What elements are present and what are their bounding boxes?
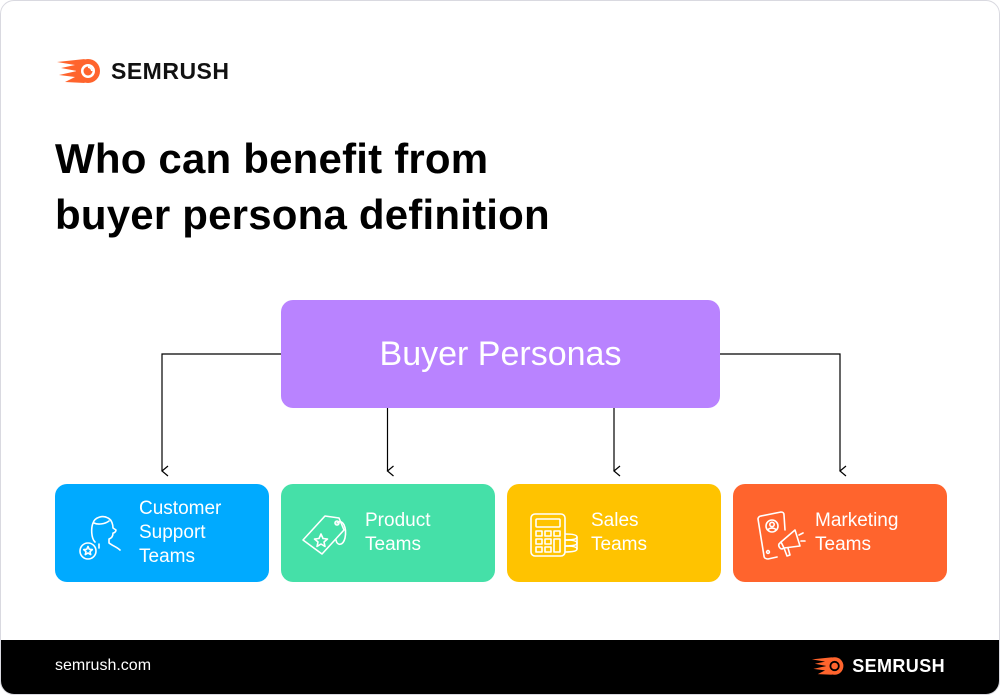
customer-support-teams-node: Customer Support Teams	[55, 484, 269, 582]
marketing-teams-node: Marketing Teams	[733, 484, 947, 582]
customer-support-icon	[79, 515, 121, 560]
page-title: Who can benefit from buyer persona defin…	[55, 131, 550, 243]
label-line: Sales	[591, 510, 639, 531]
brand-name: SEMRUSH	[111, 57, 230, 84]
title-line-1: Who can benefit from	[55, 135, 489, 182]
footer-url[interactable]: semrush.com	[55, 657, 152, 674]
footer-semrush-logo: SEMRUSH	[810, 655, 945, 677]
label-line: Marketing	[815, 510, 899, 531]
label-line: Teams	[591, 534, 647, 555]
footer-brand-name: SEMRUSH	[852, 655, 945, 676]
label-line: Teams	[139, 546, 195, 567]
title-line-2: buyer persona definition	[55, 191, 550, 238]
semrush-logo: SEMRUSH	[55, 56, 230, 86]
footer-bar: semrush.com SEMRUSH	[1, 640, 999, 694]
sales-teams-node: Sales Teams	[507, 484, 721, 582]
product-teams-node: Product Teams	[281, 484, 495, 582]
calculator-coins-icon	[530, 513, 578, 557]
buyer-personas-node: Buyer Personas	[281, 300, 720, 408]
phone-megaphone-icon	[757, 511, 806, 560]
connector-customer-support	[161, 353, 281, 477]
label-line: Customer	[139, 498, 222, 519]
label-line: Product	[365, 510, 431, 531]
root-node-label: Buyer Personas	[379, 334, 622, 373]
semrush-fireball-icon	[57, 59, 100, 83]
product-label: Product Teams	[365, 509, 430, 557]
label-line: Teams	[815, 534, 871, 555]
label-line: Teams	[365, 534, 421, 555]
sales-label: Sales Teams	[591, 509, 647, 557]
marketing-label: Marketing Teams	[815, 509, 898, 557]
connector-marketing	[720, 353, 847, 477]
customer-support-label: Customer Support Teams	[139, 497, 221, 569]
price-tag-star-icon	[302, 515, 347, 555]
semrush-fireball-icon	[812, 657, 844, 675]
label-line: Support	[139, 522, 206, 543]
